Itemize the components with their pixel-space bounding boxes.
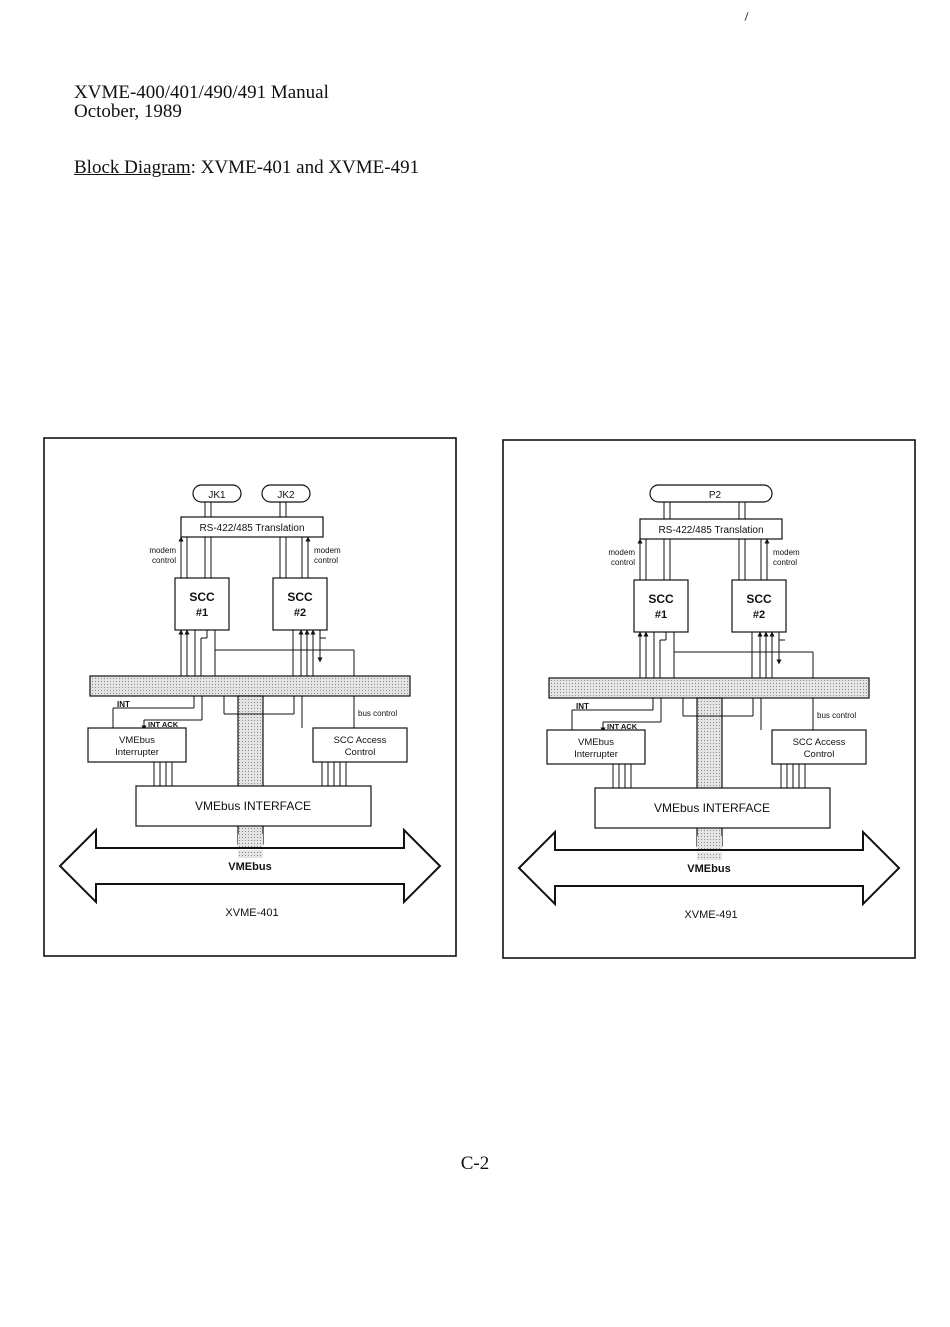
scc2-number: #2 xyxy=(294,607,306,619)
modem-control-left-label: modem xyxy=(149,546,176,555)
intack-label: INT ACK xyxy=(148,720,179,729)
scc1-label: SCC xyxy=(189,590,215,604)
access-control-label: SCC Access xyxy=(334,735,387,746)
translation-box xyxy=(639,518,783,540)
scc2-label: SCC xyxy=(287,590,313,604)
scc1-box xyxy=(174,577,230,631)
scc2-box xyxy=(272,577,328,631)
scc1-number: #1 xyxy=(655,609,667,621)
connector-p2-label: P2 xyxy=(709,490,722,501)
access-control-label: SCC Access xyxy=(793,737,846,748)
int-label: INT xyxy=(117,700,130,709)
intack-label: INT ACK xyxy=(607,722,638,731)
vmebus-arrow-shade xyxy=(697,852,722,860)
diagram-frame xyxy=(43,437,457,957)
vmebus-interface-label: VMEbus INTERFACE xyxy=(195,799,311,813)
modem-control-right-label: modem xyxy=(773,548,800,557)
manual-date: October, 1989 xyxy=(74,101,182,122)
interrupter-label: Interrupter xyxy=(115,747,159,758)
translation-label: RS-422/485 Translation xyxy=(658,525,763,536)
connector-jk1-label: JK1 xyxy=(208,490,226,501)
manual-title: XVME-400/401/490/491 Manual xyxy=(74,82,329,103)
modem-control-right-label: control xyxy=(773,558,797,567)
vmebus-label: VMEbus xyxy=(687,863,730,875)
access-control-label: Control xyxy=(804,749,835,760)
modem-control-left-label: control xyxy=(152,556,176,565)
bus-control-label: bus control xyxy=(358,709,397,718)
vmebus-interface-box xyxy=(135,785,372,827)
modem-control-right-label: modem xyxy=(314,546,341,555)
scc2-number: #2 xyxy=(753,609,765,621)
translation-box xyxy=(180,516,324,538)
diagram-caption: XVME-401 xyxy=(225,907,278,919)
access-control-label: Control xyxy=(345,747,376,758)
scc1-label: SCC xyxy=(648,592,674,606)
section-title: : XVME-401 and XVME-491 xyxy=(190,157,420,178)
int-label: INT xyxy=(576,702,589,711)
connector-p2 xyxy=(649,484,773,503)
diagram-frame xyxy=(502,439,916,959)
interrupter-label: VMEbus xyxy=(578,737,614,748)
vmebus-arrow xyxy=(517,829,901,907)
modem-control-right-label: control xyxy=(314,556,338,565)
page-number: C-2 xyxy=(460,1153,490,1174)
access-control-box xyxy=(771,729,867,765)
vmebus-interface-label: VMEbus INTERFACE xyxy=(654,801,770,815)
internal-bus-horizontal xyxy=(548,677,870,699)
internal-bus-horizontal xyxy=(89,675,411,697)
scc2-box xyxy=(731,579,787,633)
bus-control-label: bus control xyxy=(817,711,856,720)
vmebus-interface-box xyxy=(594,787,831,829)
connector-jk1 xyxy=(192,484,242,503)
access-control-box xyxy=(312,727,408,763)
connector-jk2-label: JK2 xyxy=(277,490,295,501)
section-heading: Block Diagram: XVME-401 and XVME-491 xyxy=(74,158,419,178)
modem-control-left-label: modem xyxy=(608,548,635,557)
section-label: Block Diagram xyxy=(74,157,191,178)
modem-control-left-label: control xyxy=(611,558,635,567)
translation-label: RS-422/485 Translation xyxy=(199,523,304,534)
interrupter-label: Interrupter xyxy=(574,749,618,760)
scc1-number: #1 xyxy=(196,607,208,619)
scc2-label: SCC xyxy=(746,592,772,606)
interrupter-label: VMEbus xyxy=(119,735,155,746)
interrupter-box xyxy=(546,729,646,765)
scc1-box xyxy=(633,579,689,633)
vmebus-label: VMEbus xyxy=(228,861,271,873)
vmebus-arrow-shade xyxy=(238,850,263,858)
interrupter-box xyxy=(87,727,187,763)
diagram-caption: XVME-491 xyxy=(684,909,737,921)
vmebus-arrow xyxy=(58,827,442,905)
